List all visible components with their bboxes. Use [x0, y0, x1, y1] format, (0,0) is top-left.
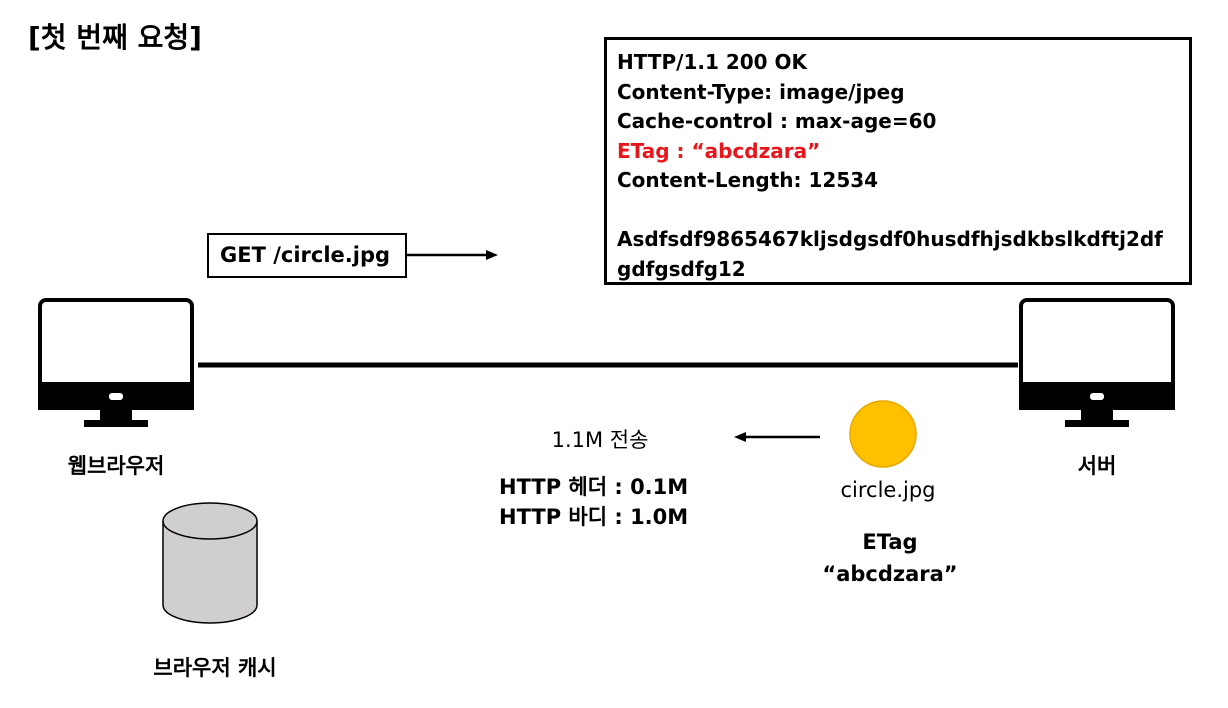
page-title: [첫 번째 요청]: [28, 21, 202, 54]
response-arrow: [734, 432, 820, 442]
transfer-body-size: HTTP 바디 : 1.0M: [499, 505, 689, 529]
response-content-length: Content-Length: 12534: [617, 168, 879, 192]
request-arrow: [407, 250, 498, 260]
http-request-box: GET /circle.jpg: [207, 233, 407, 278]
response-blank-line: [617, 196, 1179, 226]
http-response-box: HTTP/1.1 200 OK Content-Type: image/jpeg…: [604, 37, 1192, 285]
resource-etag-value: “abcdzara”: [822, 562, 958, 586]
response-body-line-2: gdfgsdfg12: [617, 256, 746, 281]
response-status-line: HTTP/1.1 200 OK: [617, 50, 808, 74]
browser-cache-label: 브라우저 캐시: [153, 656, 277, 680]
browser-cache-cylinder-icon: [162, 502, 258, 624]
response-body-line-1: Asdfsdf9865467kljsdgsdf0husdfhjsdkbslkdf…: [617, 227, 1163, 251]
server-label: 서버: [1077, 454, 1117, 478]
server-computer-icon: [1019, 298, 1175, 427]
transfer-header-size: HTTP 헤더 : 0.1M: [499, 475, 689, 499]
resource-etag-label: ETag: [862, 530, 918, 554]
transfer-size-label: 1.1M 전송: [551, 428, 649, 452]
browser-computer-icon: [38, 298, 194, 427]
browser-label: 웹브라우저: [67, 454, 165, 478]
response-etag: ETag : “abcdzara”: [617, 138, 821, 163]
response-content-type: Content-Type: image/jpeg: [617, 79, 905, 104]
resource-filename: circle.jpg: [840, 478, 936, 502]
circle-image-icon: [849, 400, 917, 468]
response-cache-control: Cache-control : max-age=60: [617, 109, 937, 133]
